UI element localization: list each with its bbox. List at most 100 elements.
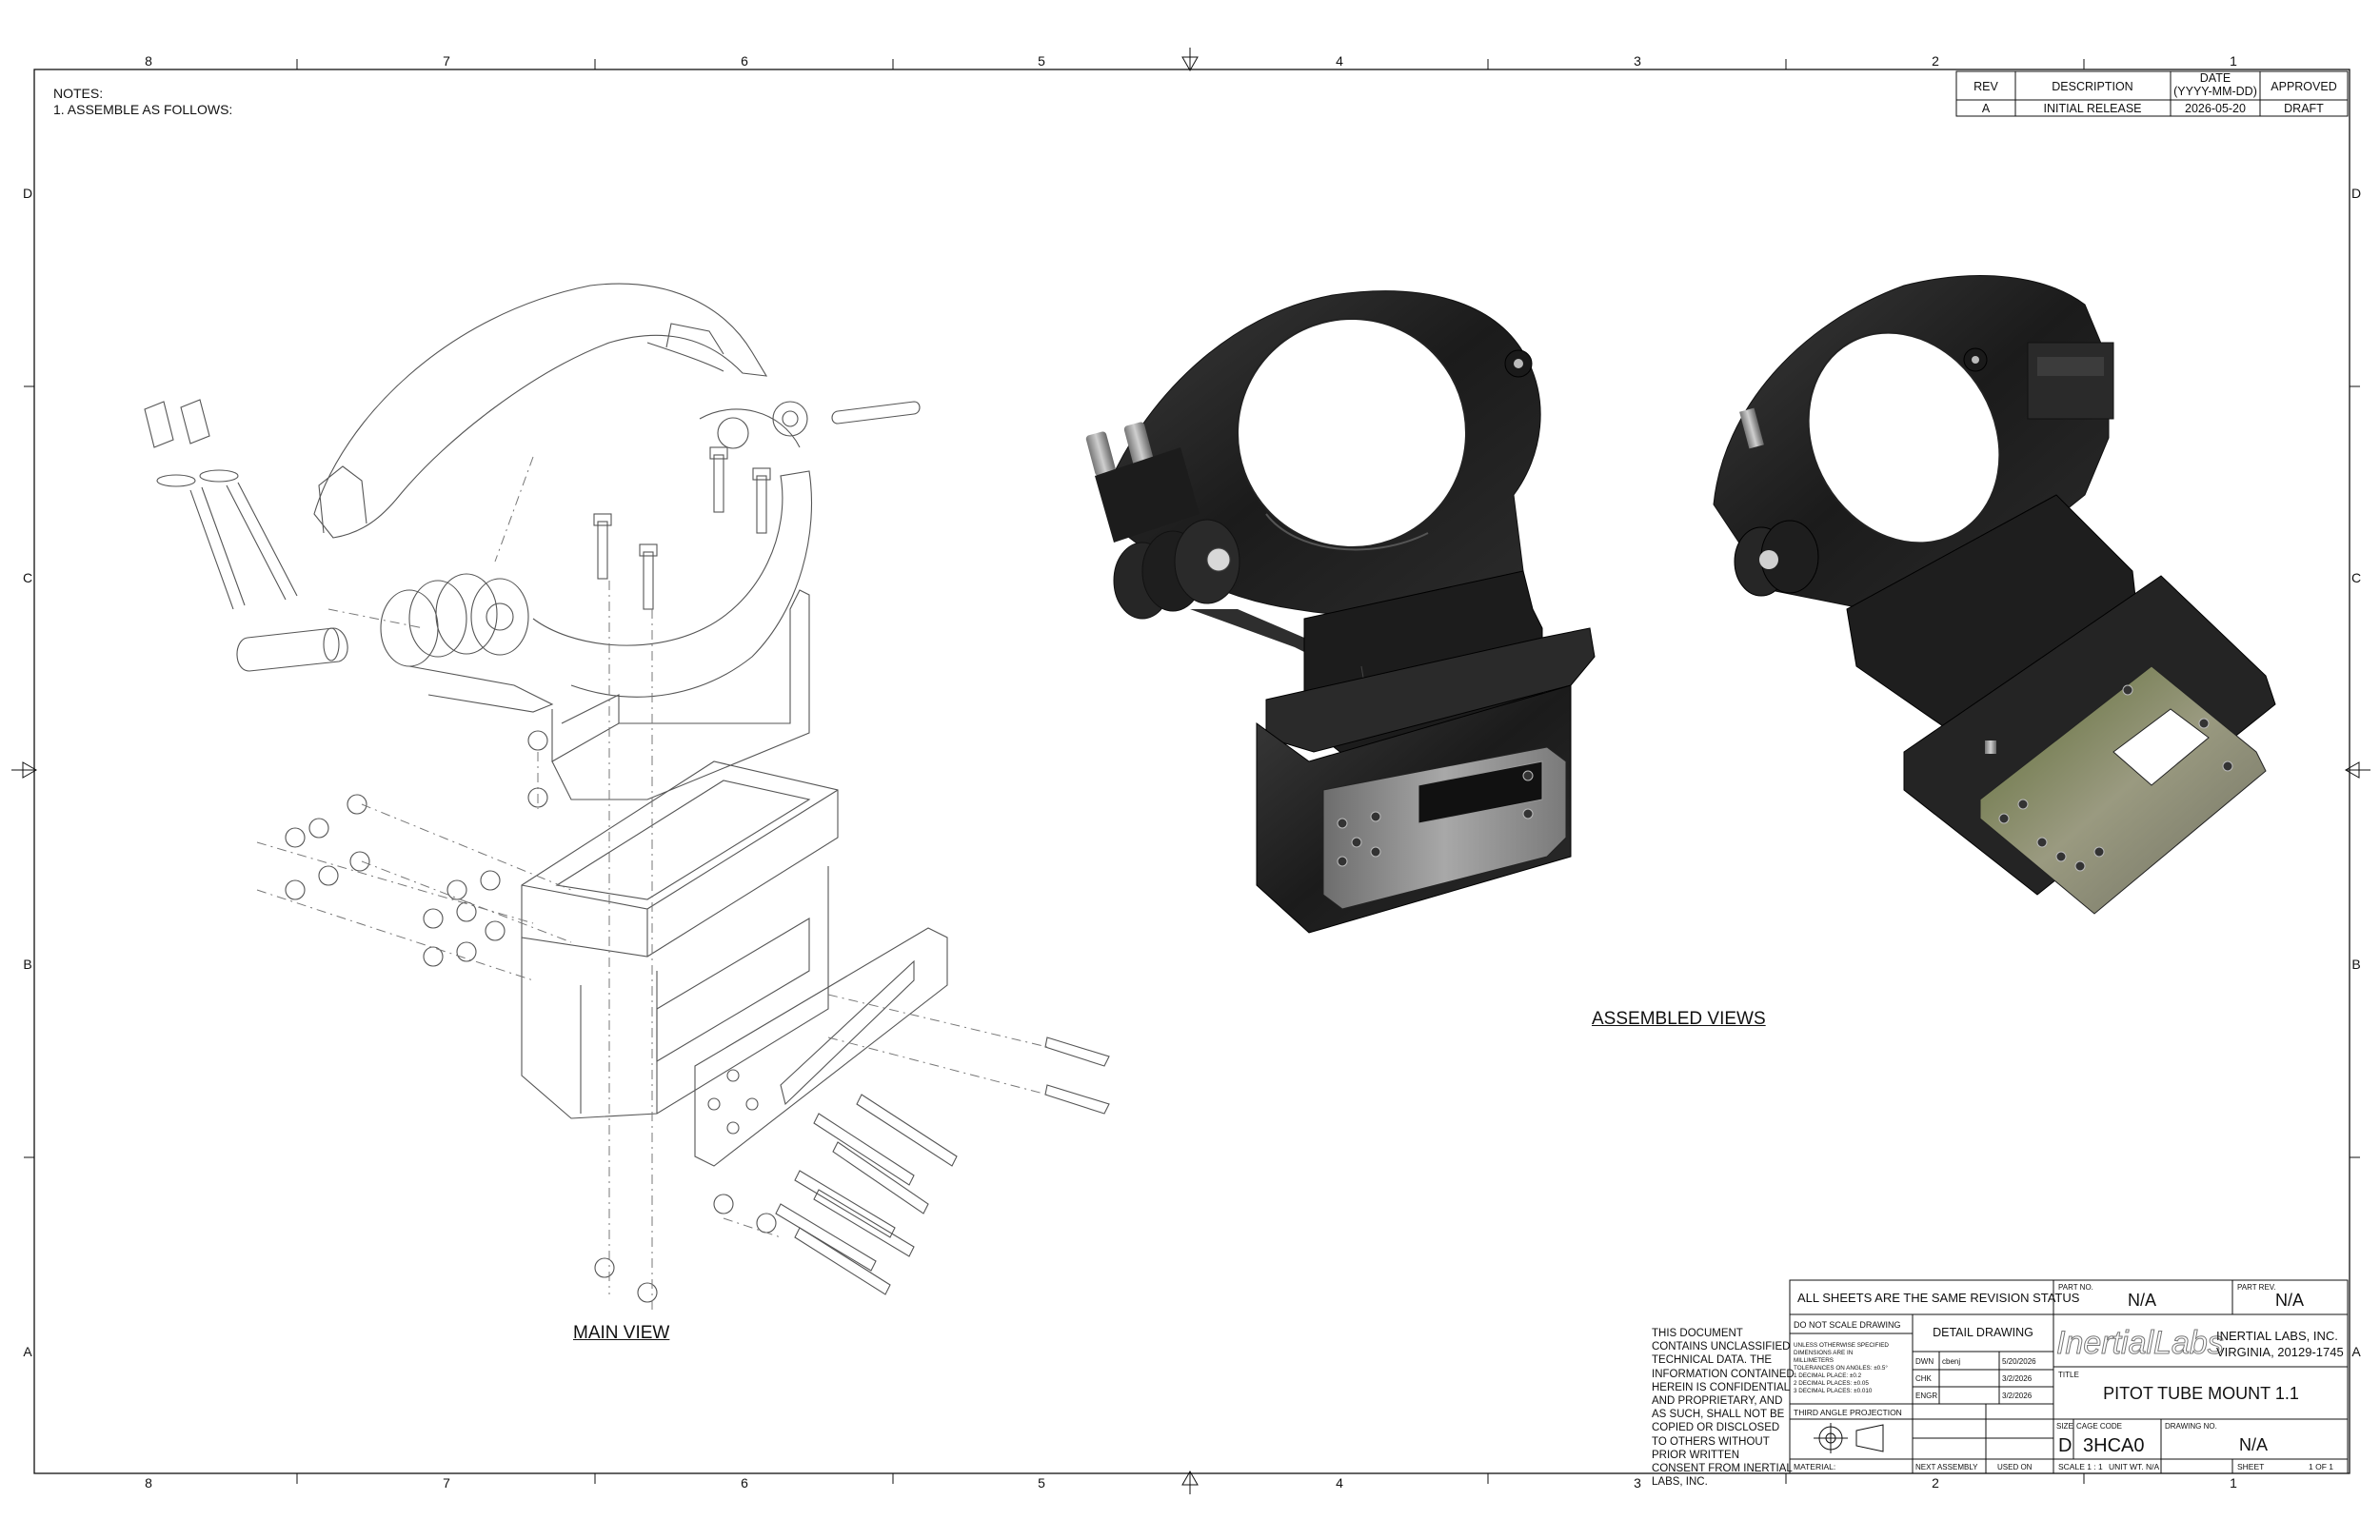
- rev-header-date: DATE(YYYY-MM-DD): [2173, 71, 2257, 98]
- mounting-plate: [694, 927, 948, 1167]
- tol-line: MILLIMETERS: [1794, 1357, 1834, 1364]
- col-label: 2: [1932, 53, 1939, 69]
- hinge-pin-top: [831, 401, 921, 424]
- rev-cell-date: 2026-05-20: [2185, 102, 2246, 115]
- row-label: A: [23, 1344, 32, 1359]
- part-no-value: N/A: [2128, 1291, 2156, 1310]
- row-label: A: [2351, 1344, 2361, 1359]
- title-label: TITLE: [2058, 1371, 2079, 1379]
- part-rev-label: PART REV.: [2237, 1283, 2276, 1292]
- rev-header-description: DESCRIPTION: [2052, 80, 2132, 93]
- col-label: 1: [2230, 53, 2237, 69]
- assembled-view-front: [1085, 290, 1596, 934]
- rev-cell-rev: A: [1982, 102, 1991, 115]
- signoff-date: 5/20/2026: [2002, 1357, 2036, 1366]
- col-label: 5: [1038, 53, 1045, 69]
- col-label: 5: [1038, 1475, 1045, 1491]
- exploded-assembly-view: [144, 283, 1110, 1303]
- hinge-block: [2027, 342, 2114, 420]
- sheet-label: SHEET: [2237, 1462, 2264, 1471]
- long-screws: [775, 1037, 1110, 1295]
- standoff-hex: [1123, 422, 1154, 466]
- row-label: C: [2351, 570, 2361, 585]
- drawing-title: PITOT TUBE MOUNT 1.1: [2103, 1384, 2299, 1403]
- cage-label: CAGE CODE: [2076, 1422, 2122, 1431]
- drawing-no-value: N/A: [2239, 1435, 2268, 1454]
- row-label: C: [23, 570, 32, 585]
- title-block: ALL SHEETS ARE THE SAME REVISION STATUS …: [1789, 1279, 2349, 1474]
- part-no-label: PART NO.: [2058, 1283, 2093, 1292]
- size-label: SIZE: [2056, 1422, 2073, 1431]
- row-label: B: [23, 957, 31, 972]
- rev-cell-approved: DRAFT: [2284, 102, 2324, 115]
- tol-line: 2 DECIMAL PLACES: ±0.05: [1794, 1380, 1869, 1387]
- confidentiality-notice: THIS DOCUMENT CONTAINS UNCLASSIFIED TECH…: [1652, 1328, 1795, 1489]
- clamp-lower-ring: [532, 470, 812, 698]
- hinge-pin: [236, 627, 348, 672]
- size-value: D: [2058, 1435, 2072, 1456]
- signoff-role: CHK: [1915, 1374, 1933, 1383]
- company-name: INERTIAL LABS, INC.: [2216, 1329, 2338, 1343]
- hex-nuts-left: [285, 730, 777, 1303]
- col-label: 4: [1336, 53, 1343, 69]
- rev-header-approved: APPROVED: [2271, 80, 2336, 93]
- threaded-standoffs: [144, 399, 298, 610]
- signoff-role: ENGR: [1915, 1392, 1937, 1400]
- revision-table: REV DESCRIPTION DATE(YYYY-MM-DD) APPROVE…: [1955, 70, 2349, 117]
- rev-header-date-line: (YYYY-MM-DD): [2173, 85, 2257, 98]
- tol-line: 1 DECIMAL PLACE: ±0.2: [1794, 1372, 1862, 1379]
- standoff-hex: [1085, 431, 1116, 476]
- standoff-rear: [1739, 407, 1764, 449]
- revision-status-note: ALL SHEETS ARE THE SAME REVISION STATUS: [1797, 1291, 2080, 1305]
- mount-body: [551, 589, 810, 800]
- tol-line: UNLESS OTHERWISE SPECIFIED: [1794, 1342, 1889, 1349]
- notes-title: NOTES:: [53, 86, 104, 101]
- zone-labels: 8 7 6 5 4 3 2 1 8 7 6 5 4 3 2 1 D C B A …: [23, 53, 2361, 1491]
- notes-block: NOTES: 1. ASSEMBLE AS FOLLOWS:: [53, 86, 232, 118]
- centering-marks: [11, 48, 2370, 1494]
- tol-line: DIMENSIONS ARE IN: [1794, 1350, 1854, 1356]
- col-label: 7: [443, 53, 450, 69]
- col-label: 8: [145, 1475, 152, 1491]
- next-assembly-label: NEXT ASSEMBLY: [1915, 1463, 1978, 1471]
- notes-line: 1. ASSEMBLE AS FOLLOWS:: [53, 102, 233, 117]
- material-label: MATERIAL:: [1794, 1462, 1835, 1471]
- signoff-name: cbenj: [1942, 1357, 1960, 1366]
- knuckle-hinge: [380, 573, 554, 713]
- cap-screws-upper: [593, 446, 771, 610]
- rev-header-rev: REV: [1973, 80, 1998, 93]
- col-label: 6: [741, 53, 748, 69]
- clamp-upper-jaw: [313, 283, 768, 539]
- drawing-no-label: DRAWING NO.: [2165, 1422, 2217, 1431]
- assembled-view-rear: [1713, 275, 2276, 915]
- explode-lines: [256, 456, 1048, 1313]
- col-label: 3: [1634, 53, 1641, 69]
- col-label: 6: [741, 1475, 748, 1491]
- col-label: 3: [1634, 1475, 1641, 1491]
- cage-value: 3HCA0: [2083, 1435, 2144, 1456]
- tol-line: 3 DECIMAL PLACES: ±0.010: [1794, 1388, 1873, 1394]
- zone-ticks: [24, 59, 2360, 1484]
- col-label: 2: [1932, 1475, 1939, 1491]
- projection-label: THIRD ANGLE PROJECTION: [1794, 1408, 1902, 1417]
- used-on-label: USED ON: [1997, 1463, 2033, 1471]
- col-label: 1: [2230, 1475, 2237, 1491]
- sheet-count: 1 OF 1: [2309, 1462, 2333, 1471]
- knuckle-dark: [1113, 519, 1240, 620]
- knuckle-rear: [1734, 520, 1819, 597]
- row-label: B: [2351, 957, 2360, 972]
- rail-block: [521, 866, 829, 1119]
- third-angle-projection-icon: [1814, 1423, 1884, 1453]
- signoff-role: DWN: [1915, 1357, 1934, 1366]
- row-label: D: [2351, 186, 2361, 201]
- company-logo: InertialLabs: [2056, 1325, 2224, 1361]
- tol-line: TOLERANCES ON ANGLES: ±0.5°: [1794, 1364, 1888, 1372]
- row-label: D: [23, 186, 32, 201]
- scale-label: SCALE 1 : 1: [2058, 1462, 2103, 1471]
- col-label: 4: [1336, 1475, 1343, 1491]
- col-label: 8: [145, 53, 152, 69]
- unit-weight: UNIT WT. N/A: [2109, 1462, 2160, 1471]
- do-not-scale: DO NOT SCALE DRAWING: [1794, 1320, 1901, 1330]
- rev-cell-description: INITIAL RELEASE: [2043, 102, 2141, 115]
